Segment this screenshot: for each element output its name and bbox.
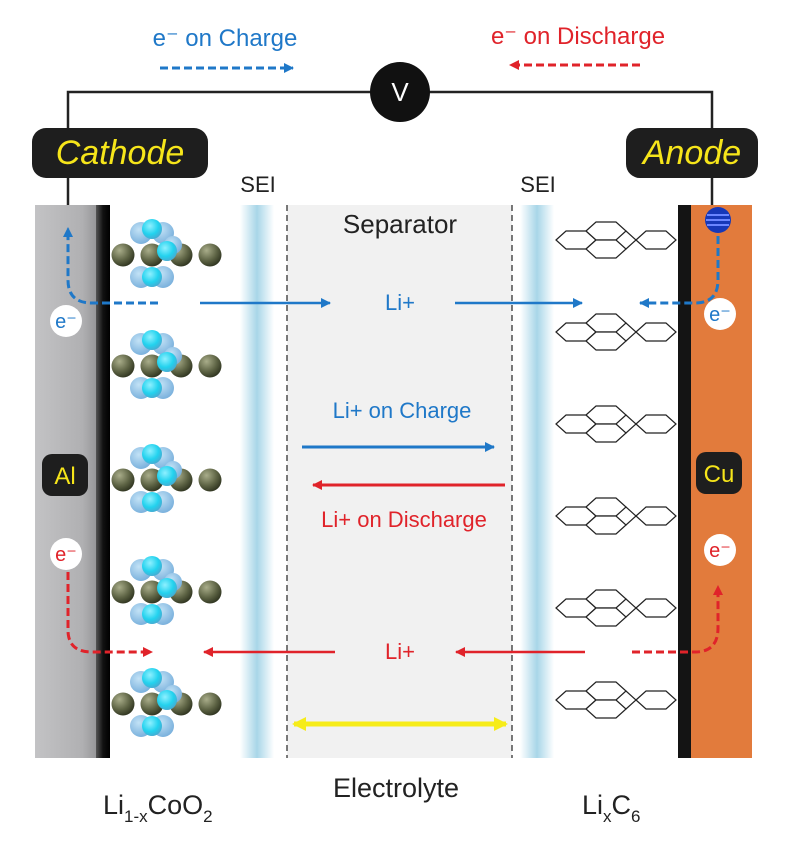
svg-text:Anode: Anode <box>641 134 741 172</box>
svg-text:Cu: Cu <box>704 461 735 488</box>
svg-text:V: V <box>391 77 409 107</box>
sei-left-label: SEI <box>240 172 275 197</box>
svg-text:e⁻: e⁻ <box>55 544 77 566</box>
anode-material-label: LixC6 <box>582 790 640 826</box>
electrolyte-label: Electrolyte <box>333 773 459 803</box>
copper-label: Cu <box>696 452 742 494</box>
electron-badge-cathode-top: e⁻ <box>50 305 82 337</box>
li-ion-top-label: Li+ <box>385 290 415 315</box>
separator-region <box>287 205 512 758</box>
svg-text:e⁻: e⁻ <box>709 304 731 326</box>
electron-discharge-label: e⁻ on Discharge <box>491 23 665 50</box>
svg-text:e⁻: e⁻ <box>55 311 77 333</box>
voltmeter: V <box>370 62 430 122</box>
electron-badge-cathode-bottom: e⁻ <box>50 538 82 570</box>
electron-path-cathode-top <box>63 227 158 305</box>
li-charge-label: Li+ on Charge <box>333 398 472 423</box>
electron-charge-label: e⁻ on Charge <box>153 25 298 52</box>
svg-text:Al: Al <box>54 463 75 490</box>
electron-ball <box>705 207 731 233</box>
electron-path-anode-bottom <box>632 585 723 654</box>
cathode-label: Cathode <box>32 128 208 178</box>
sei-right-label: SEI <box>520 172 555 197</box>
svg-text:e⁻: e⁻ <box>709 540 731 562</box>
sei-right-layer <box>520 205 554 758</box>
aluminum-label: Al <box>42 454 88 496</box>
electron-path-cathode-bottom <box>66 572 153 657</box>
anode-edge <box>678 205 691 758</box>
cathode-crystal-lattice <box>111 219 222 737</box>
anode-label: Anode <box>626 128 758 178</box>
li-ion-bottom-label: Li+ <box>385 639 415 664</box>
electron-badge-anode-bottom: e⁻ <box>704 534 736 566</box>
sei-left-layer <box>240 205 274 758</box>
electron-path-anode-top <box>639 236 720 308</box>
svg-text:Cathode: Cathode <box>56 134 185 172</box>
electron-badge-anode-top: e⁻ <box>704 298 736 330</box>
separator-label: Separator <box>343 209 458 239</box>
li-discharge-label: Li+ on Discharge <box>321 507 487 532</box>
cathode-material-label: Li1-xCoO2 <box>103 790 213 826</box>
anode-graphite-layers <box>555 221 677 719</box>
cathode-edge <box>96 205 110 758</box>
